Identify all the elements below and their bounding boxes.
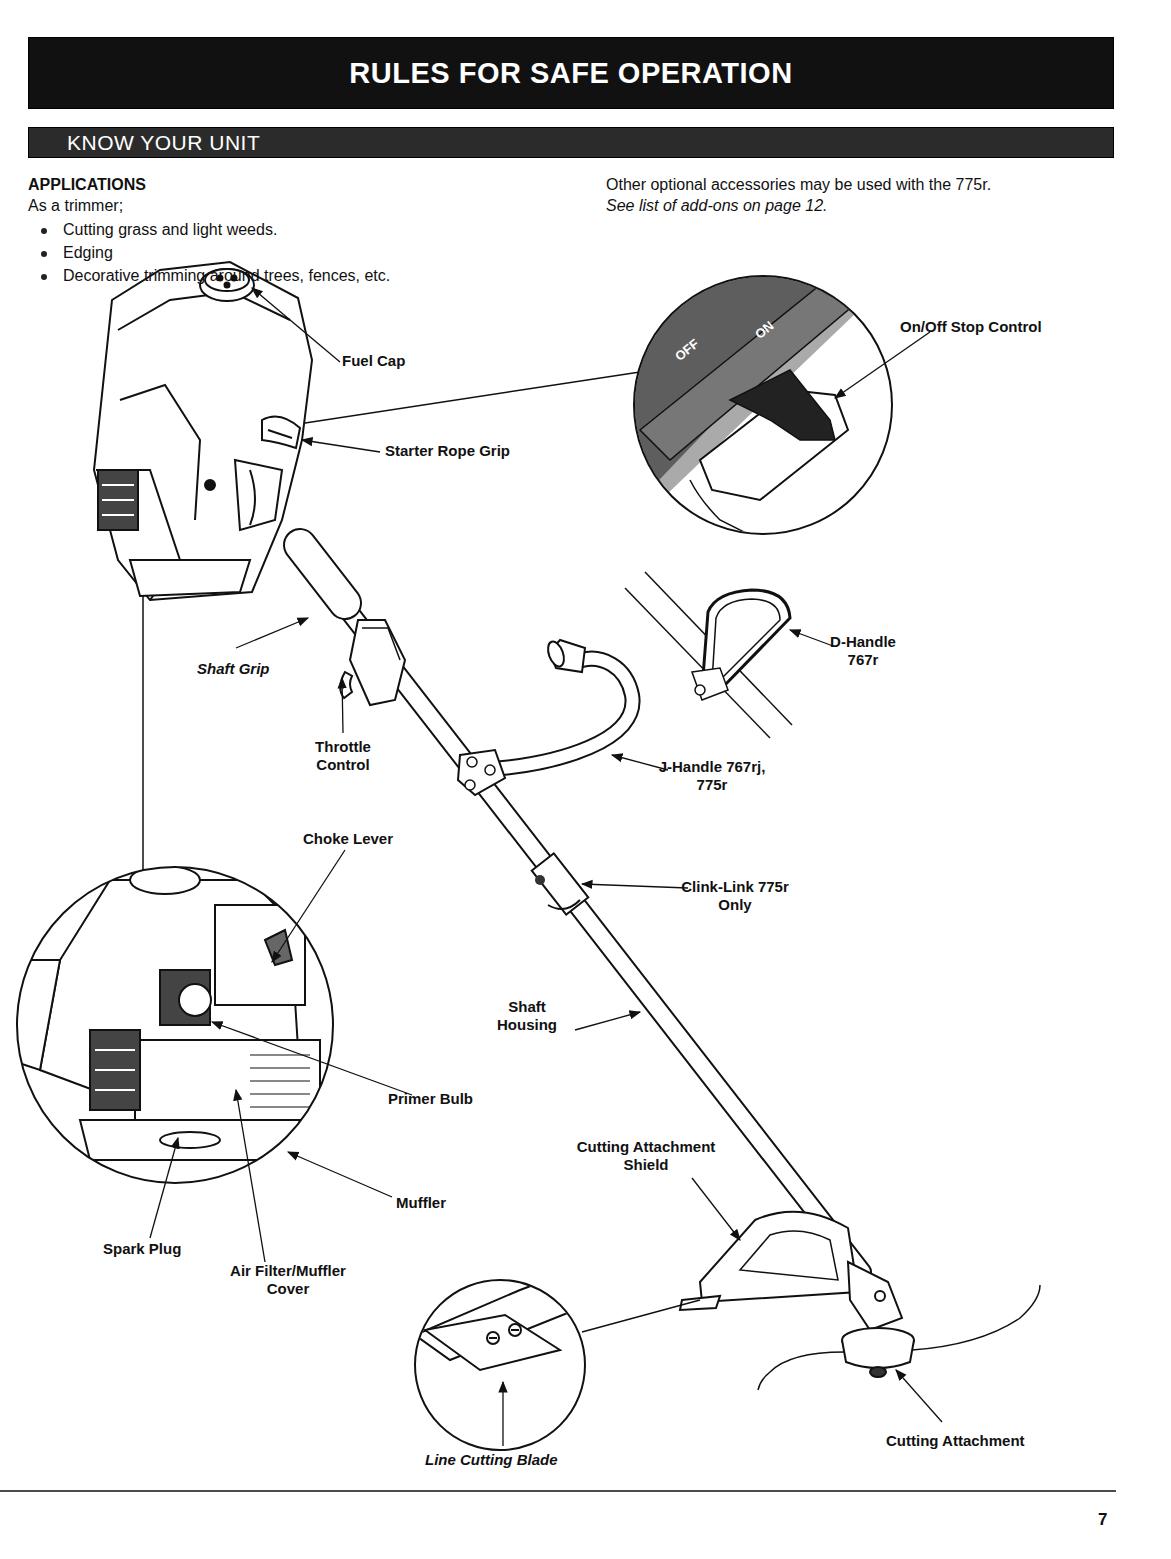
body-text: Decorative trimming around trees, fences… (63, 267, 390, 286)
body-text: Cutting grass and light weeds. (63, 221, 277, 240)
onoff-zoom (620, 270, 900, 540)
header-band: KNOW YOUR UNIT (28, 127, 1114, 158)
engine (94, 262, 312, 600)
part-label: Line Cutting Blade (425, 1451, 558, 1469)
footer-rule (0, 1490, 1116, 1492)
shaft-tube (305, 555, 862, 1272)
part-label: Shaft Housing (487, 998, 567, 1033)
page-number: 7 (1098, 1510, 1107, 1530)
part-label: Throttle Control (303, 738, 383, 773)
part-label: Cutting Attachment Shield (566, 1138, 726, 1173)
part-label: ON (752, 318, 777, 342)
part-label: Shaft Grip (197, 660, 270, 678)
part-label: Primer Bulb (388, 1090, 473, 1108)
part-label: Choke Lever (303, 830, 393, 848)
shaft-grip (300, 545, 405, 705)
part-label: Cutting Attachment (886, 1432, 1025, 1450)
body-text: Other optional accessories may be used w… (606, 176, 991, 195)
part-label: On/Off Stop Control (900, 318, 1042, 336)
zoom-leader (582, 1300, 700, 1332)
part-label: D-Handle 767r (823, 633, 903, 668)
body-text: As a trimmer; (28, 197, 123, 216)
blade-zoom (415, 1260, 600, 1450)
body-text: See list of add-ons on page 12. (606, 197, 828, 216)
engine-zoom (10, 866, 333, 1183)
clink-link (532, 853, 589, 914)
header-band: RULES FOR SAFE OPERATION (28, 37, 1114, 109)
part-label: Air Filter/Muffler Cover (218, 1262, 358, 1297)
body-text: Edging (63, 244, 113, 263)
cutting-head (680, 1212, 1040, 1390)
part-label: Starter Rope Grip (385, 442, 510, 460)
d-handle (625, 572, 792, 738)
bullet (41, 228, 47, 280)
part-label: Muffler (396, 1194, 446, 1212)
zoom-leader (142, 585, 144, 872)
part-label: Fuel Cap (342, 352, 405, 370)
part-label: J-Handle 767rj, 775r (656, 758, 768, 793)
part-label: Spark Plug (103, 1240, 181, 1258)
j-handle (458, 639, 633, 795)
part-label: OFF (672, 336, 702, 364)
band-heading: KNOW YOUR UNIT (67, 131, 260, 155)
part-label: Clink-Link 775r Only (680, 878, 790, 913)
leader-line (150, 288, 942, 1446)
band-heading: RULES FOR SAFE OPERATION (349, 57, 792, 90)
zoom-leader (292, 372, 640, 425)
body-text: APPLICATIONS (28, 176, 146, 195)
